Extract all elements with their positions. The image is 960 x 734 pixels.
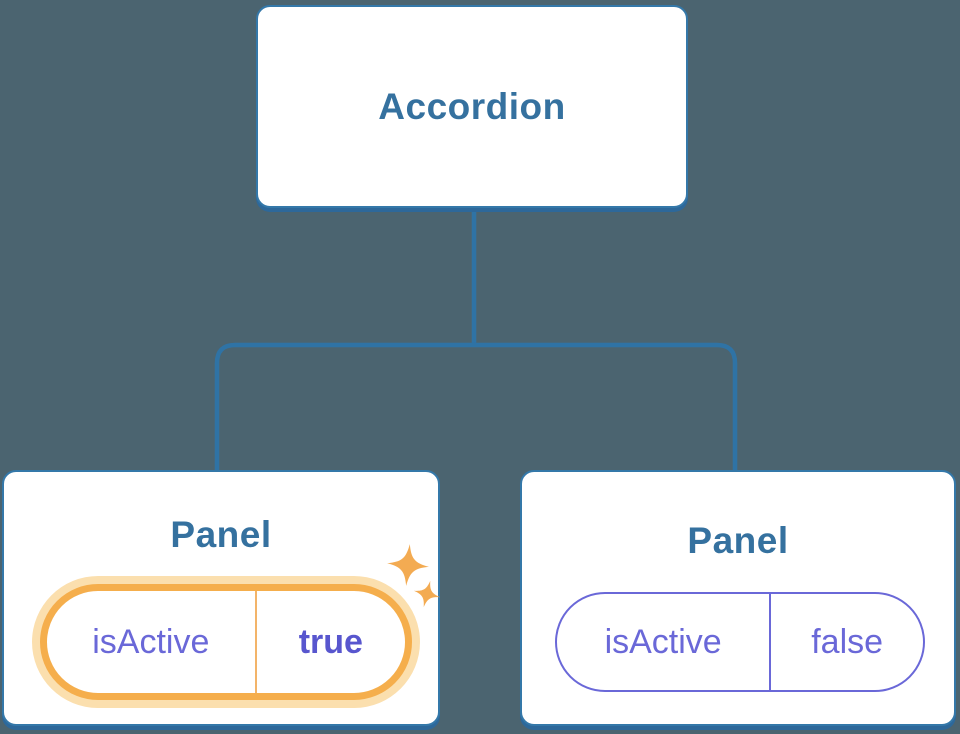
- sparkles-icon: [387, 544, 441, 608]
- connector-branches: [214, 342, 738, 472]
- node-panel-active: Panel isActive true: [2, 470, 441, 726]
- panel-inactive-label: Panel: [687, 520, 789, 561]
- state-prop-name: isActive: [604, 622, 722, 661]
- state-prop-value: false: [811, 622, 884, 661]
- sparkle-small: [413, 580, 441, 608]
- state-pill-active: isActive true: [40, 584, 412, 700]
- panel-active-label: Panel: [170, 514, 272, 555]
- state-prop-value: true: [298, 622, 363, 661]
- accordion-label: Accordion: [378, 85, 566, 127]
- state-pill-inactive: isActive false: [555, 592, 925, 692]
- node-accordion: Accordion: [256, 5, 688, 208]
- pill-divider: [254, 591, 257, 693]
- pill-divider: [769, 594, 772, 690]
- node-panel-inactive: Panel isActive false: [520, 470, 956, 726]
- state-prop-name: isActive: [92, 622, 210, 661]
- sparkle-large: [387, 544, 429, 586]
